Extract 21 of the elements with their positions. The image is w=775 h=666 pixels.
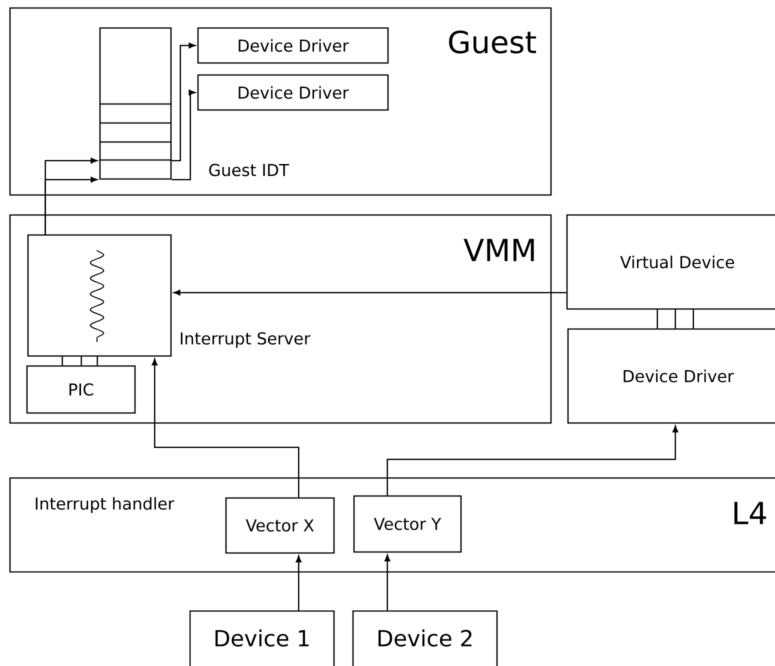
arrow xyxy=(172,90,196,180)
driver-box: Device Driver xyxy=(197,74,389,111)
arrow xyxy=(386,426,678,496)
driver-box: Device Driver xyxy=(197,27,389,64)
box-caption: Interrupt Server xyxy=(180,332,310,348)
arrow xyxy=(172,42,196,162)
device-box: Device 2 xyxy=(352,610,498,666)
virtual-device-box: Virtual Device xyxy=(566,214,775,310)
arrow xyxy=(152,358,300,498)
driver-box: Device Driver xyxy=(567,328,775,424)
device-box: Device 1 xyxy=(189,610,335,666)
bus-connector xyxy=(62,356,98,366)
pic-box: PIC xyxy=(26,365,136,414)
arrow xyxy=(174,290,566,296)
vector-box: Vector X xyxy=(225,497,335,554)
bus-connector xyxy=(656,309,694,329)
arrow xyxy=(296,556,302,610)
arrow xyxy=(44,176,98,234)
arrow xyxy=(384,554,390,610)
box-caption: Guest IDT xyxy=(209,164,290,176)
vector-box: Vector Y xyxy=(353,495,462,553)
